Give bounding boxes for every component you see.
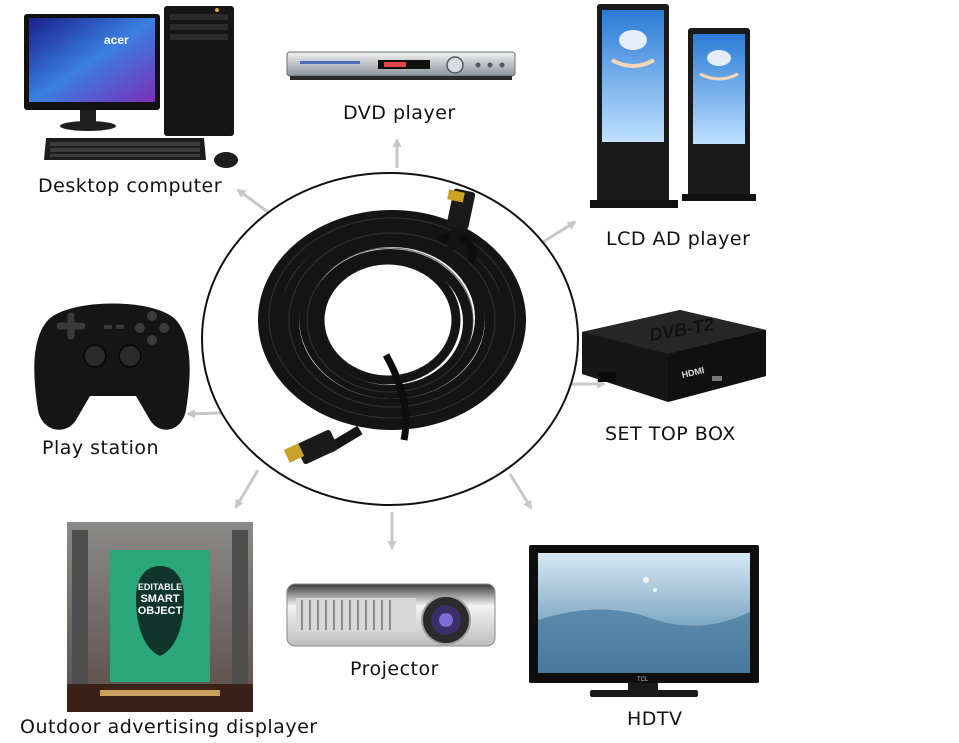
billboard-line-2: SMART bbox=[140, 593, 179, 605]
projector-icon bbox=[286, 583, 496, 647]
arrow-to-outdoor-advertising-displayer bbox=[234, 469, 260, 509]
label-hdtv: HDTV bbox=[627, 708, 683, 730]
desktop-computer-icon: acer bbox=[24, 6, 238, 168]
label-play-station: Play station bbox=[42, 437, 160, 459]
label-outdoor-advertising-displayer: Outdoor advertising displayer bbox=[20, 716, 318, 738]
desktop-screen-text: acer bbox=[104, 33, 129, 47]
hdtv-brand: TCL bbox=[637, 677, 649, 683]
billboard-line-3: OBJECT bbox=[138, 605, 183, 617]
arrow-to-lcd-ad-player bbox=[542, 220, 577, 244]
hdtv-icon: TCL bbox=[529, 545, 759, 697]
arrow-to-desktop-computer bbox=[236, 188, 269, 214]
lcd-ad-player-icon bbox=[590, 4, 756, 208]
set-top-box-icon: DVB-T2 HDMI bbox=[582, 310, 766, 402]
label-desktop-computer: Desktop computer bbox=[38, 175, 223, 197]
label-lcd-ad-player: LCD AD player bbox=[606, 228, 751, 250]
billboard-line-1: EDITABLE bbox=[138, 582, 182, 592]
label-dvd-player: DVD player bbox=[343, 102, 456, 124]
arrow-to-play-station bbox=[186, 409, 222, 419]
outdoor-billboard-icon: EDITABLE SMART OBJECT bbox=[67, 522, 253, 712]
arrow-to-hdtv bbox=[508, 473, 533, 510]
connector-arrows bbox=[186, 138, 606, 550]
label-projector: Projector bbox=[350, 658, 439, 680]
dvd-player-icon bbox=[286, 51, 516, 80]
hdmi-cable-coil-icon bbox=[201, 172, 579, 506]
gamepad-icon bbox=[34, 303, 190, 430]
label-set-top-box: SET TOP BOX bbox=[605, 423, 736, 445]
